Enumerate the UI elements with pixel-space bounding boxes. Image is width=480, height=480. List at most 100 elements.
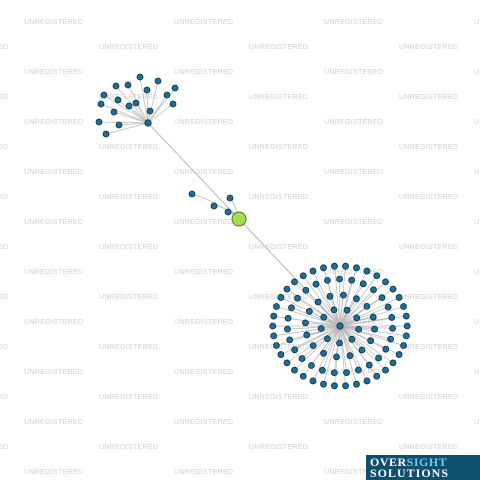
- leaf-node: [299, 272, 307, 280]
- watermark-text: UNREGISTERED: [99, 144, 158, 151]
- leaf-node: [373, 372, 381, 380]
- leaf-node: [270, 332, 278, 340]
- leaf-node: [291, 278, 298, 286]
- leaf-node: [302, 319, 309, 327]
- watermark-text: UNREGISTERED: [0, 194, 8, 201]
- watermark-text: UNREGISTERED: [99, 344, 158, 351]
- watermark-text: UNREGISTERED: [474, 219, 480, 226]
- edge: [339, 289, 374, 327]
- leaf-node: [363, 377, 371, 385]
- leaf-node: [388, 314, 396, 321]
- edge: [276, 306, 341, 327]
- watermark-text: UNREGISTERED: [0, 344, 8, 351]
- leaf-node: [378, 294, 386, 302]
- node-layer: [95, 73, 411, 390]
- leaf-node: [294, 294, 301, 302]
- edge: [339, 281, 386, 327]
- leaf-node: [143, 86, 151, 94]
- watermark-text: UNREGISTERED: [99, 394, 158, 401]
- watermark-text: UNREGISTERED: [474, 419, 480, 426]
- watermark-text: UNREGISTERED: [249, 94, 308, 101]
- watermark-text: UNREGISTERED: [249, 444, 308, 451]
- leaf-node: [298, 355, 306, 362]
- leaf-node: [303, 331, 311, 339]
- leaf-node: [125, 102, 133, 110]
- leaf-node: [95, 118, 103, 126]
- watermark-text: UNREGISTERED: [174, 69, 233, 76]
- watermark-text: UNREGISTERED: [324, 119, 383, 126]
- leaf-node: [402, 332, 410, 340]
- watermark-text: UNREGISTERED: [474, 169, 480, 176]
- leaf-node: [188, 190, 196, 198]
- edge: [339, 325, 359, 371]
- watermark-text: UNREGISTERED: [249, 144, 308, 151]
- edge: [312, 270, 341, 327]
- leaf-node: [324, 276, 331, 284]
- leaf-node: [319, 366, 326, 374]
- edge: [339, 325, 379, 359]
- leaf-node: [331, 262, 338, 270]
- leaf-node: [283, 285, 291, 293]
- watermark-text: UNREGISTERED: [0, 94, 8, 101]
- leaf-node: [365, 361, 373, 369]
- leaf-node: [382, 345, 390, 353]
- edge: [339, 325, 346, 386]
- leaf-node: [270, 312, 278, 320]
- leaf-node: [146, 107, 154, 115]
- leaf-node: [348, 335, 356, 343]
- leaf-node: [375, 354, 382, 362]
- leaf-node: [343, 369, 350, 377]
- leaf-node: [326, 292, 334, 300]
- edge: [315, 283, 341, 327]
- leaf-node: [355, 325, 363, 333]
- watermark-text: UNREGISTERED: [24, 169, 83, 176]
- leaf-node: [309, 267, 317, 275]
- leaf-node: [210, 202, 218, 210]
- watermark-text: UNREGISTERED: [99, 44, 158, 51]
- leaf-node: [370, 286, 377, 294]
- watermark-text: UNREGISTERED: [174, 19, 233, 26]
- watermark-text: UNREGISTERED: [249, 194, 308, 201]
- leaf-node: [353, 380, 360, 388]
- leaf-node: [306, 307, 313, 315]
- edge: [105, 122, 149, 135]
- watermark-text: UNREGISTERED: [324, 219, 383, 226]
- leaf-node: [320, 349, 327, 357]
- watermark-text: UNREGISTERED: [174, 319, 233, 326]
- leaf-node: [284, 325, 291, 333]
- leaf-node: [320, 380, 327, 388]
- edge: [118, 122, 149, 126]
- edge: [113, 111, 149, 124]
- watermark-text: UNREGISTERED: [24, 469, 83, 476]
- watermark-text: UNREGISTERED: [99, 444, 158, 451]
- watermark-text: UNREGISTERED: [0, 294, 8, 301]
- edge: [322, 325, 341, 371]
- leaf-node: [102, 130, 110, 138]
- leaf-node: [169, 100, 177, 108]
- watermark-text: UNREGISTERED: [0, 244, 8, 251]
- leaf-node: [273, 342, 280, 349]
- watermark-text: UNREGISTERED: [174, 169, 233, 176]
- edge: [294, 325, 341, 371]
- leaf-node: [353, 264, 360, 272]
- watermark-text: UNREGISTERED: [474, 69, 480, 76]
- edge: [291, 307, 341, 327]
- watermark-text: UNREGISTERED: [24, 319, 83, 326]
- edge: [147, 103, 174, 124]
- leaf-node: [320, 313, 328, 321]
- watermark-text: UNREGISTERED: [399, 344, 458, 351]
- leaf-node: [308, 362, 315, 369]
- edge: [147, 94, 168, 124]
- edge: [339, 283, 364, 327]
- watermark-text: UNREGISTERED: [474, 19, 480, 26]
- leaf-node: [363, 267, 371, 275]
- leaf-node: [299, 372, 307, 380]
- leaf-node: [400, 303, 407, 310]
- leaf-node: [269, 322, 277, 330]
- leaf-node: [342, 262, 349, 270]
- leaf-node: [136, 73, 144, 81]
- leaf-node: [402, 312, 410, 320]
- edge: [147, 122, 240, 220]
- leaf-node: [291, 366, 298, 374]
- watermark-text: UNREGISTERED: [474, 319, 480, 326]
